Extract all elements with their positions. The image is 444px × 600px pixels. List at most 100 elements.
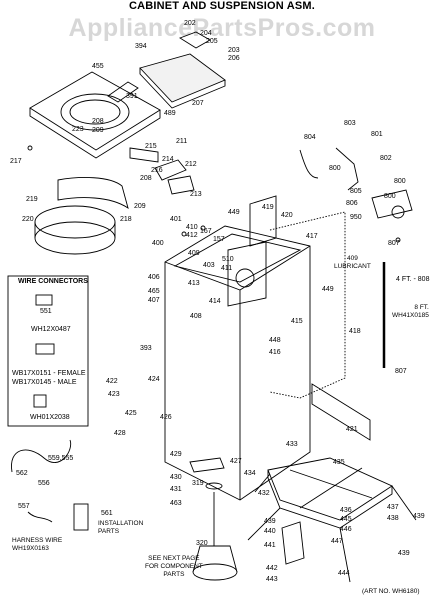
callout-422: 422 — [106, 378, 118, 385]
callout-217: 217 — [10, 158, 22, 165]
lubricant-note: 409 LUBRICANT — [334, 255, 371, 271]
callout-218: 218 — [120, 216, 132, 223]
callout-219: 219 — [26, 196, 38, 203]
callout-805: 805 — [350, 188, 362, 195]
callout-434: 434 — [244, 470, 256, 477]
harness-line1: HARNESS WIRE — [12, 537, 63, 544]
callout-319: 319 — [192, 480, 204, 487]
installation-line2: PARTS — [98, 528, 120, 535]
wire-connector-part-3b: WB17X0145 - MALE — [12, 379, 77, 386]
callout-407: 407 — [148, 297, 160, 304]
callout-202: 202 — [184, 20, 196, 27]
callout-448: 448 — [269, 337, 281, 344]
callout-214: 214 — [162, 156, 174, 163]
insulation-panel-part — [269, 211, 346, 399]
callout-410: 410 — [186, 224, 198, 231]
see-next-page-line1: SEE NEXT PAGE — [148, 555, 200, 562]
callout-414: 414 — [209, 298, 221, 305]
callout-203: 203 — [228, 47, 240, 54]
callout-425: 425 — [125, 410, 137, 417]
harness-line2: WH19X0163 — [12, 545, 49, 552]
lubricant-line1: 409 — [346, 255, 358, 262]
callout-808: 4 FT. - 808 — [396, 276, 430, 283]
callout-801: 801 — [371, 131, 383, 138]
callout-208b: 208 — [140, 175, 152, 182]
callout-423: 423 — [108, 391, 120, 398]
callout-416: 416 — [269, 349, 281, 356]
callout-424: 424 — [148, 376, 160, 383]
installation-line1: INSTALLATION — [98, 520, 144, 527]
callout-800b: 800 — [394, 178, 406, 185]
callout-447: 447 — [331, 538, 343, 545]
callout-443: 443 — [266, 576, 278, 583]
callout-205: 205 — [206, 38, 218, 45]
callout-444: 444 — [338, 570, 350, 577]
diagram-title: CABINET AND SUSPENSION ASM. — [128, 0, 316, 12]
callout-432: 432 — [258, 490, 270, 497]
callout-209a: 209 — [92, 127, 104, 134]
callout-557: 557 — [18, 503, 30, 510]
callout-207: 207 — [192, 100, 204, 107]
callout-413: 413 — [188, 280, 200, 287]
callout-802: 802 — [380, 155, 392, 162]
hose-line1: 8 FT. — [414, 304, 429, 311]
suspension-part — [267, 457, 393, 521]
callout-220: 220 — [22, 216, 34, 223]
callout-559-555: 559,555 — [48, 455, 74, 462]
callout-393: 393 — [140, 345, 152, 352]
callout-440: 440 — [264, 528, 276, 535]
callout-208: 208 — [92, 118, 104, 125]
cabinet-part — [164, 225, 311, 501]
wire-connectors-heading: WIRE CONNECTORS — [18, 278, 88, 285]
callout-433: 433 — [286, 441, 298, 448]
hose-note: 8 FT. WH41X0185 — [392, 304, 429, 320]
callout-439c: 439 — [398, 550, 410, 557]
see-next-page-line3: PARTS — [163, 571, 185, 578]
callout-439b: 439 — [413, 513, 425, 520]
callout-415: 415 — [291, 318, 303, 325]
callout-401: 401 — [170, 216, 182, 223]
callout-950: 950 — [350, 214, 362, 221]
callout-417: 417 — [306, 233, 318, 240]
callout-446: 446 — [340, 526, 352, 533]
callout-403: 403 — [203, 262, 215, 269]
callout-204: 204 — [200, 30, 212, 37]
callout-430: 430 — [170, 474, 182, 481]
callout-400: 400 — [152, 240, 164, 247]
callout-556: 556 — [38, 480, 50, 487]
callout-213: 213 — [190, 191, 202, 198]
harness-note: HARNESS WIRE WH19X0163 — [12, 537, 62, 553]
callout-418: 418 — [349, 328, 361, 335]
callout-406: 406 — [148, 274, 160, 281]
callout-803: 803 — [344, 120, 356, 127]
callout-449a: 449 — [228, 209, 240, 216]
callout-489: 489 — [164, 110, 176, 117]
lid-part — [139, 53, 226, 103]
callout-435: 435 — [333, 459, 345, 466]
callout-412: 412 — [186, 232, 198, 239]
callout-215: 215 — [145, 143, 157, 150]
callout-510: 510 — [222, 256, 234, 263]
callout-806: 806 — [346, 200, 358, 207]
callout-463: 463 — [170, 500, 182, 507]
callout-804: 804 — [304, 134, 316, 141]
wire-connector-part-2: WH12X0487 — [31, 326, 71, 333]
callout-800a: 800 — [329, 165, 341, 172]
callout-426: 426 — [160, 414, 172, 421]
art-number: (ART NO. WH6180) — [362, 588, 420, 595]
callout-409: 409 — [188, 250, 200, 257]
installation-note: INSTALLATION PARTS — [98, 520, 143, 536]
callout-212: 212 — [185, 161, 197, 168]
wire-connector-part-4: WH01X2038 — [30, 414, 70, 421]
callout-411: 411 — [221, 265, 233, 272]
callout-419: 419 — [262, 204, 274, 211]
callout-408: 408 — [190, 313, 202, 320]
callout-427: 427 — [230, 458, 242, 465]
callout-223: 223 — [72, 126, 84, 133]
top-panel-part — [29, 71, 161, 151]
callout-445: 445 — [340, 516, 352, 523]
callout-465: 465 — [148, 288, 160, 295]
see-next-page-note: SEE NEXT PAGE FOR COMPONENT PARTS — [145, 555, 203, 579]
see-next-page-line2: FOR COMPONENT — [145, 563, 203, 570]
